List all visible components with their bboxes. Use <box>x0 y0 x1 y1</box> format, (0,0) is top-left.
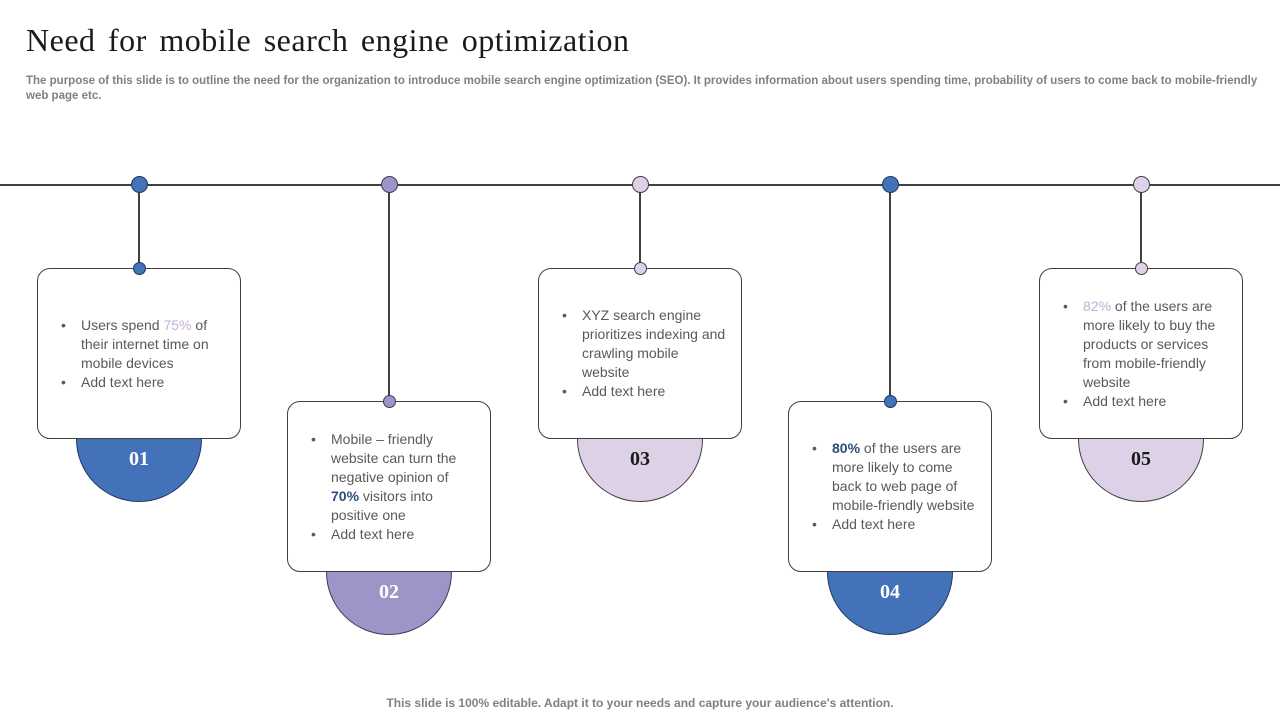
bullet-item: • Mobile – friendly website can turn the … <box>288 430 490 525</box>
bullet-item: • Add text here <box>288 525 490 544</box>
bullet-text-segment: Add text here <box>81 373 165 390</box>
bullet-marker: • <box>61 373 66 390</box>
page-title: Need for mobile search engine optimizati… <box>26 22 630 58</box>
bullet-marker: • <box>812 440 817 456</box>
page-subtitle: The purpose of this slide is to outline … <box>26 75 1258 102</box>
connector-line <box>138 185 140 268</box>
info-card: • Mobile – friendly website can turn the … <box>287 395 491 572</box>
card-anchor-dot <box>382 395 396 408</box>
step-number: 01 <box>129 448 149 470</box>
bullet-item: • Add text here <box>38 373 240 392</box>
bullet-list: • Mobile – friendly website can turn the … <box>288 430 490 544</box>
timeline-dot <box>881 176 899 193</box>
card-anchor-dot <box>633 262 647 275</box>
connector-line <box>889 185 891 401</box>
bullet-text-segment: Users spend <box>81 316 164 333</box>
card-anchor-dot <box>1134 262 1148 275</box>
bullet-list: • XYZ search engine prioritizes indexing … <box>539 306 741 401</box>
bullet-marker: • <box>311 525 316 542</box>
bullet-marker: • <box>1063 392 1068 409</box>
bullet-list: • 80% of the users are more likely to com… <box>789 439 991 534</box>
card-anchor-dot <box>132 262 146 275</box>
timeline-dot <box>380 176 398 193</box>
bullet-item: • 82% of the users are more likely to buy… <box>1040 297 1242 392</box>
timeline-item: 02 • Mobile – friendly website can turn t… <box>287 0 491 720</box>
connector-line <box>639 185 641 268</box>
bullet-marker: • <box>311 430 316 447</box>
bullet-text-segment: XYZ search engine prioritizes indexing a… <box>582 307 726 380</box>
info-card: • Users spend 75% of their internet time … <box>37 262 241 439</box>
bullet-marker: • <box>1063 297 1068 314</box>
step-number: 02 <box>379 581 399 603</box>
timeline-dot <box>130 176 148 193</box>
bullet-text-segment: of the users are more likely to buy the … <box>1083 297 1216 390</box>
bullet-text-segment: of the users are more likely to come bac… <box>832 440 975 513</box>
bullet-text-segment: 80% <box>832 440 861 456</box>
timeline-item: 03 • XYZ search engine prioritizes indexi… <box>538 0 742 720</box>
info-card: • XYZ search engine prioritizes indexing … <box>538 262 742 439</box>
bullet-text-segment: 75% <box>163 316 192 333</box>
bullet-item: • 80% of the users are more likely to com… <box>789 439 991 515</box>
bullet-marker: • <box>562 307 567 323</box>
step-number: 03 <box>630 448 650 470</box>
bullet-text-segment: Mobile – friendly website can turn the n… <box>331 430 457 485</box>
step-number: 04 <box>880 581 900 603</box>
bullet-marker: • <box>562 383 567 399</box>
timeline-item: 04 • 80% of the users are more likely to … <box>788 0 992 720</box>
footer-note: This slide is 100% editable. Adapt it to… <box>386 696 894 710</box>
timeline-item: 05 • 82% of the users are more likely to … <box>1039 0 1243 720</box>
step-number: 05 <box>1131 448 1151 470</box>
bullet-text-segment: 70% <box>331 487 360 504</box>
timeline-dot <box>1132 176 1150 193</box>
connector-line <box>388 185 390 401</box>
info-card: • 80% of the users are more likely to com… <box>788 395 992 572</box>
bullet-text-segment: Add text here <box>582 383 666 399</box>
bullet-item: • Add text here <box>789 515 991 534</box>
bullet-text-segment: of their internet time on mobile devices <box>81 316 209 371</box>
timeline-dot <box>631 176 649 193</box>
bullet-list: • Users spend 75% of their internet time … <box>38 316 240 392</box>
bullet-marker: • <box>812 516 817 532</box>
bullet-text-segment: Add text here <box>832 516 916 532</box>
bullet-item: • Add text here <box>539 382 741 401</box>
bullet-item: • Users spend 75% of their internet time … <box>38 316 240 373</box>
bullet-text-segment: Add text here <box>1083 392 1167 409</box>
bullet-list: • 82% of the users are more likely to buy… <box>1040 297 1242 411</box>
bullet-item: • XYZ search engine prioritizes indexing … <box>539 306 741 382</box>
bullet-text-segment: Add text here <box>331 525 415 542</box>
timeline-item: 01 • Users spend 75% of their internet ti… <box>37 0 241 720</box>
bullet-text-segment: visitors into positive one <box>331 487 433 523</box>
card-anchor-dot <box>883 395 897 408</box>
connector-line <box>1140 185 1142 268</box>
info-card: • 82% of the users are more likely to buy… <box>1039 262 1243 439</box>
bullet-item: • Add text here <box>1040 392 1242 411</box>
bullet-marker: • <box>61 316 66 333</box>
bullet-text-segment: 82% <box>1083 297 1112 314</box>
